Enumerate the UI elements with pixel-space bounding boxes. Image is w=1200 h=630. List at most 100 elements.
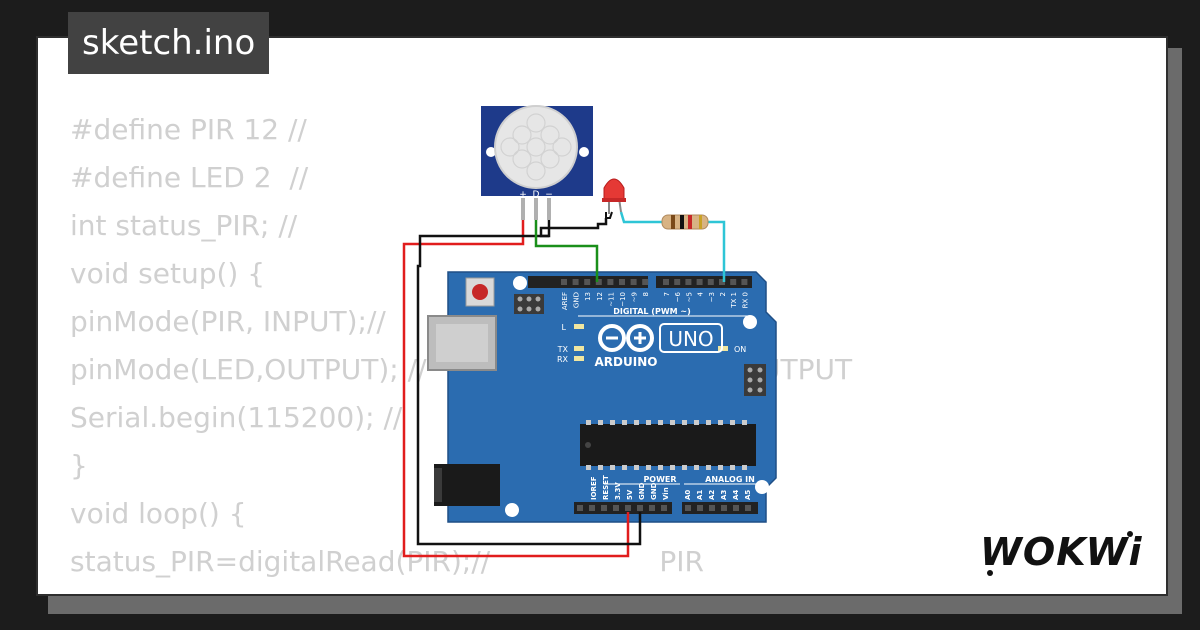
header-pin[interactable] bbox=[709, 505, 715, 511]
header-pin[interactable] bbox=[685, 279, 692, 285]
power-label: POWER bbox=[643, 475, 676, 484]
power-pin-label: GND bbox=[638, 482, 646, 500]
header-pin[interactable] bbox=[649, 505, 655, 511]
code-line: status_PIR=digitalRead(PIR);// PIR bbox=[70, 545, 704, 578]
wire-resistor-cyan[interactable] bbox=[706, 220, 726, 282]
header-pin[interactable] bbox=[733, 505, 739, 511]
header-pin[interactable] bbox=[637, 505, 643, 511]
digital-pin-label: AREF bbox=[561, 292, 569, 310]
header-pin[interactable] bbox=[595, 279, 602, 285]
header-pin[interactable] bbox=[721, 505, 727, 511]
analog-pin-label: A2 bbox=[708, 490, 716, 500]
mounting-hole bbox=[755, 480, 769, 494]
reset-button[interactable] bbox=[465, 277, 495, 307]
wire-gnd-black[interactable] bbox=[416, 220, 642, 546]
digital-header-pins bbox=[561, 279, 748, 285]
header-pin[interactable] bbox=[561, 279, 567, 285]
power-jack bbox=[434, 464, 500, 506]
header-pin[interactable] bbox=[719, 279, 725, 285]
power-pin-label: Vin bbox=[662, 487, 670, 500]
header-pin[interactable] bbox=[663, 279, 669, 285]
analog-pin-label: A1 bbox=[696, 490, 704, 500]
digital-pin-label: RX 0 bbox=[741, 292, 749, 308]
header-pin[interactable] bbox=[674, 279, 681, 285]
power-pin-labels: IOREF RESET 3.3V 5V GND GND Vin bbox=[590, 475, 670, 500]
code-line: #define PIR 12 // bbox=[70, 113, 307, 146]
digital-pin-label: ~3 bbox=[708, 292, 716, 302]
code-line: void setup() { bbox=[70, 257, 266, 290]
digital-pin-label: TX 1 bbox=[730, 292, 738, 309]
header-pin[interactable] bbox=[745, 505, 751, 511]
arduino-infinity-icon bbox=[598, 324, 654, 352]
pir-pin-data-label: D bbox=[533, 190, 540, 200]
mounting-hole bbox=[513, 276, 527, 290]
red-led[interactable] bbox=[602, 178, 626, 214]
led-l-label: L bbox=[562, 323, 567, 332]
model-label: UNO bbox=[668, 327, 713, 351]
header-pin[interactable] bbox=[697, 505, 703, 511]
power-header bbox=[574, 502, 672, 514]
tx-label: TX bbox=[557, 345, 569, 354]
wire-led-cyan[interactable] bbox=[619, 211, 664, 224]
logo-dot bbox=[1127, 531, 1133, 537]
mounting-hole bbox=[505, 503, 519, 517]
resistor[interactable] bbox=[661, 214, 709, 230]
header-pin[interactable] bbox=[601, 505, 607, 511]
icsp-header-top bbox=[514, 294, 544, 314]
power-pin-label: GND bbox=[650, 482, 658, 500]
brand-label: ARDUINO bbox=[595, 355, 658, 369]
code-preview: #define PIR 12 // #define LED 2 // int sta… bbox=[70, 106, 853, 594]
header-pin[interactable] bbox=[577, 505, 583, 511]
digital-pin-label: ~9 bbox=[631, 292, 639, 302]
wires bbox=[402, 211, 726, 558]
digital-pin-label: 8 bbox=[642, 292, 650, 296]
header-pin[interactable] bbox=[584, 279, 591, 285]
power-pin-label: IOREF bbox=[590, 476, 598, 500]
usb-connector bbox=[427, 315, 497, 371]
logo-dot bbox=[987, 570, 993, 576]
header-pin[interactable] bbox=[607, 279, 614, 285]
header-pin[interactable] bbox=[730, 279, 737, 285]
digital-pin-label: 2 bbox=[719, 292, 727, 296]
header-pin[interactable] bbox=[642, 279, 649, 285]
code-line: #define LED 2 // bbox=[70, 161, 309, 194]
header-pin[interactable] bbox=[572, 279, 579, 285]
code-line: Serial.begin(115200); // bbox=[70, 401, 403, 434]
analog-pin-label: A0 bbox=[684, 490, 692, 500]
wire-signal-green[interactable] bbox=[534, 220, 599, 282]
wokwi-logo[interactable]: WOKWi bbox=[976, 525, 1156, 581]
wire-vcc-red[interactable] bbox=[402, 220, 630, 558]
atmega-chip bbox=[580, 420, 756, 470]
mounting-hole bbox=[743, 315, 757, 329]
digital-pin-label: 4 bbox=[697, 291, 705, 296]
bottom-header-pins bbox=[577, 505, 751, 511]
code-line: void loop() { bbox=[70, 497, 247, 530]
digital-pin-label: 7 bbox=[663, 292, 671, 296]
header-pin[interactable] bbox=[661, 505, 667, 511]
code-line: pinMode(LED,OUTPUT); // OUTPUT bbox=[70, 353, 853, 386]
power-pin-label: 3.3V bbox=[614, 482, 622, 500]
header-pin[interactable] bbox=[625, 505, 631, 511]
power-pin-label: RESET bbox=[602, 475, 610, 500]
pir-sensor[interactable]: + D − bbox=[481, 105, 593, 220]
header-pin[interactable] bbox=[619, 279, 625, 285]
header-pin[interactable] bbox=[613, 505, 619, 511]
header-pin[interactable] bbox=[696, 279, 703, 285]
digital-pin-label: ~5 bbox=[685, 292, 693, 302]
power-pin-label: 5V bbox=[626, 489, 634, 500]
on-label: ON bbox=[734, 345, 746, 354]
header-pin[interactable] bbox=[685, 505, 691, 511]
rx-indicator bbox=[574, 356, 584, 361]
sketch-title-tab[interactable]: sketch.ino bbox=[68, 12, 270, 74]
wokwi-logo-text: WOKWi bbox=[980, 530, 1143, 574]
header-pin[interactable] bbox=[630, 279, 637, 285]
led-l-indicator bbox=[574, 324, 584, 329]
header-pin[interactable] bbox=[589, 505, 595, 511]
header-pin[interactable] bbox=[707, 279, 714, 285]
header-pin[interactable] bbox=[741, 279, 748, 285]
code-line: int status_PIR; // bbox=[70, 209, 298, 242]
uno-badge bbox=[659, 323, 723, 353]
